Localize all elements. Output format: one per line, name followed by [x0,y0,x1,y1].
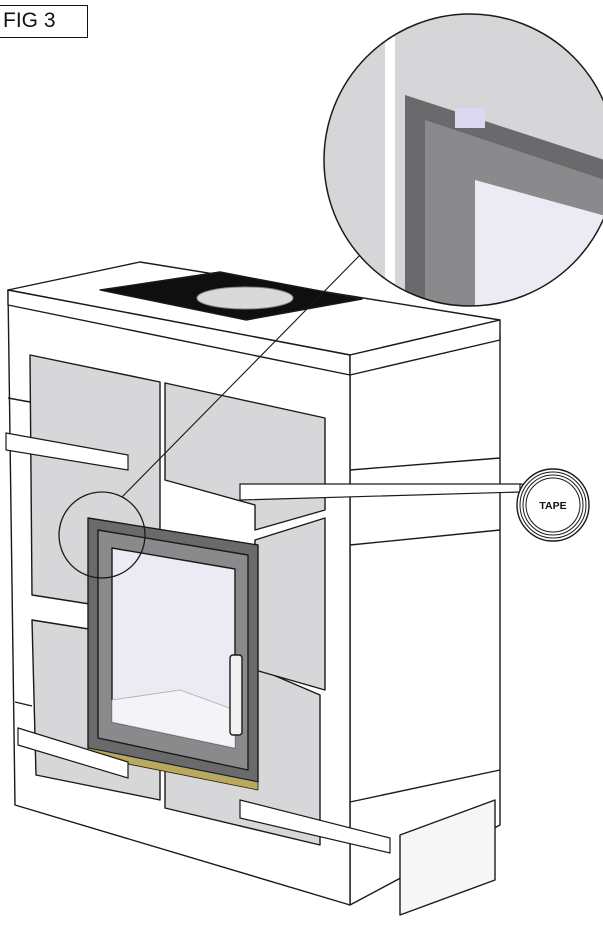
front-band-lower-left [14,701,33,707]
figure-label: FIG 3 [0,5,88,38]
door-handle [229,654,243,736]
tape-roll: TAPE [516,468,590,542]
magnified-detail-border [323,13,603,307]
stove-body [7,261,501,916]
detail-callout-circle [58,491,146,579]
top-slab-side-edge [349,319,501,376]
detail-gap-highlight [455,108,485,128]
detail-leader-line [121,252,363,498]
detail-panel-white [385,20,395,306]
side-band-top [349,457,501,471]
right-side-lower-opening [399,799,496,916]
side-band-lower [349,769,501,803]
hob-ring [196,286,294,310]
front-band-left [7,397,31,403]
tape-strip-bottom-left [17,727,129,779]
side-band-middle [349,529,501,546]
tape-roll-outer [516,468,590,542]
tape-strip-top-left [5,432,129,471]
tape-label: TAPE [539,500,566,512]
magnified-detail [324,14,603,306]
tape-strips [5,432,521,854]
front-panel-mid-right [254,517,326,691]
tape-strip-bottom-right [239,799,391,854]
